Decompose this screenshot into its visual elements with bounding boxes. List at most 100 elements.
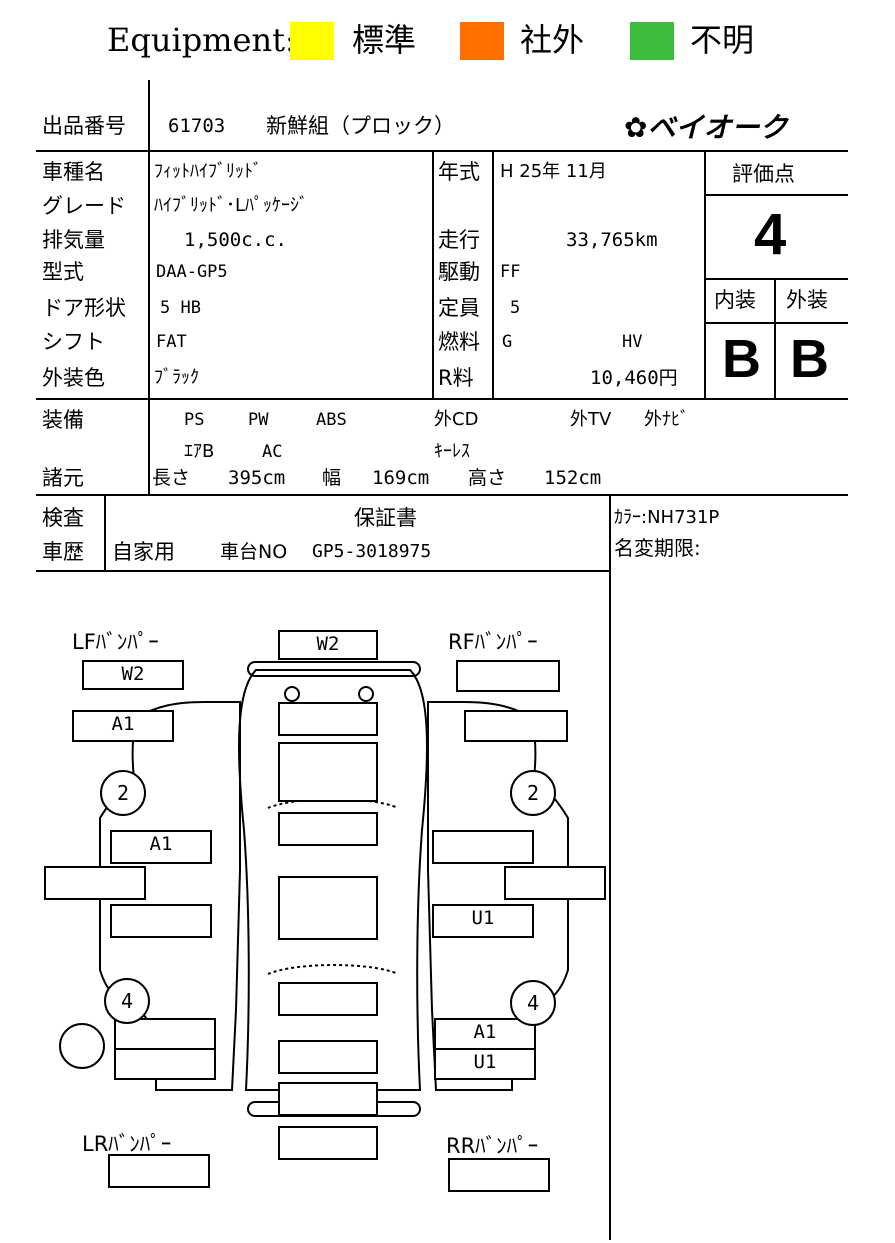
lot-number-label: 出品番号 xyxy=(42,114,126,138)
rr-bumper-box xyxy=(448,1158,550,1192)
equip-airbag: ｴｱB xyxy=(184,441,215,462)
grade-label: グレード xyxy=(42,194,126,218)
left-step-box xyxy=(44,866,146,900)
rf-bumper-label: RFﾊﾞﾝﾊﾟｰ xyxy=(448,630,538,654)
score-label: 評価点 xyxy=(732,162,795,186)
length-value: 395cm xyxy=(228,467,286,489)
legend-swatch-aftermarket xyxy=(460,22,504,60)
legend-label-unknown: 不明 xyxy=(690,21,755,59)
rear-glass-lower-box xyxy=(278,1126,378,1160)
interior-grade: B xyxy=(722,329,761,389)
equip-navi: 外ﾅﾋﾞ xyxy=(644,409,689,430)
equip-ac: AC xyxy=(262,442,283,462)
exterior-grade: B xyxy=(790,329,829,389)
auction-house-name: ベイオーク xyxy=(647,111,788,144)
rr-quarter-lower-box: U1 xyxy=(434,1048,536,1080)
legend-swatch-standard xyxy=(290,22,334,60)
displacement-label: 排気量 xyxy=(42,228,105,252)
drive-value: FF xyxy=(500,262,521,282)
color-code: ｶﾗｰ:NH731P xyxy=(614,507,720,528)
drive-label: 駆動 xyxy=(438,260,480,284)
interior-label: 内装 xyxy=(714,288,756,312)
overall-score: 4 xyxy=(754,202,787,267)
door-value: 5 HB xyxy=(160,298,201,318)
hood-box xyxy=(278,702,378,736)
history-value: 自家用 xyxy=(112,540,175,564)
wheel-rf: 2 xyxy=(510,770,556,816)
rf-bumper-box xyxy=(456,660,560,692)
year-label: 年式 xyxy=(438,160,480,184)
windshield-box xyxy=(278,742,378,802)
rear-panel-box xyxy=(278,1082,378,1116)
recycle-label: R料 xyxy=(438,366,474,390)
lf-fender-box: A1 xyxy=(72,710,174,742)
roof-box xyxy=(278,876,378,940)
lf-bumper-box: W2 xyxy=(82,660,184,690)
lr-bumper-label: LRﾊﾞﾝﾊﾟｰ xyxy=(82,1132,172,1156)
inspection-label: 検査 xyxy=(42,506,84,530)
wheel-rr: 4 xyxy=(510,980,556,1026)
right-rear-door-box: U1 xyxy=(432,904,534,938)
length-label: 長さ xyxy=(152,467,191,489)
logo-mark-icon: ✿ xyxy=(624,111,648,144)
dimensions-label: 諸元 xyxy=(42,466,84,490)
color-value: ﾌﾞﾗｯｸ xyxy=(154,367,199,388)
height-value: 152cm xyxy=(544,467,602,489)
type-value: DAA-GP5 xyxy=(156,262,228,282)
shift-label: シフト xyxy=(42,330,105,354)
trunk-box xyxy=(278,1040,378,1074)
mileage-label: 走行 xyxy=(438,228,480,252)
legend-swatch-unknown xyxy=(630,22,674,60)
left-rear-door-box xyxy=(110,904,212,938)
auction-house-logo: ✿ベイオーク xyxy=(624,106,787,146)
door-label: ドア形状 xyxy=(42,296,126,320)
equipment-label: 装備 xyxy=(42,408,84,432)
legend-title: Equipment: xyxy=(107,21,296,59)
equip-tv: 外TV xyxy=(570,409,612,430)
shift-value: FAT xyxy=(156,332,187,352)
wheel-lr: 4 xyxy=(104,978,150,1024)
legend-label-standard: 標準 xyxy=(352,21,417,59)
equip-cd: 外CD xyxy=(434,409,479,430)
chassis-number: GP5-3018975 xyxy=(312,541,432,562)
lr-quarter-lower-box xyxy=(114,1048,216,1080)
equip-keyless: ｷｰﾚｽ xyxy=(434,441,470,462)
legend-label-aftermarket: 社外 xyxy=(520,21,585,59)
right-step-box xyxy=(504,866,606,900)
type-label: 型式 xyxy=(42,260,84,284)
damage-diagram: LFﾊﾞﾝﾊﾟｰ RFﾊﾞﾝﾊﾟｰ LRﾊﾞﾝﾊﾟｰ RRﾊﾞﾝﾊﾟｰ W2 W… xyxy=(36,570,612,1240)
front-glass-box: W2 xyxy=(278,630,378,660)
equip-ps: PS xyxy=(184,410,205,430)
width-value: 169cm xyxy=(372,467,430,489)
mileage-value: 33,765km xyxy=(566,229,658,251)
name-change-deadline: 名変期限: xyxy=(614,536,701,560)
equip-abs: ABS xyxy=(316,410,347,430)
model-label: 車種名 xyxy=(42,160,105,184)
lot-number: 61703 xyxy=(168,115,226,137)
fuel-value: G xyxy=(502,332,513,352)
lr-bumper-box xyxy=(108,1154,210,1188)
displacement-value: 1,500c.c. xyxy=(184,229,287,251)
warranty-label: 保証書 xyxy=(354,506,417,530)
fuel-extra-value: HV xyxy=(622,332,643,352)
width-label: 幅 xyxy=(322,467,342,489)
rr-bumper-label: RRﾊﾞﾝﾊﾟｰ xyxy=(446,1134,539,1158)
capacity-label: 定員 xyxy=(438,296,480,320)
grade-value: ﾊｲﾌﾞﾘｯﾄﾞ･Lﾊﾟｯｹｰｼﾞ xyxy=(154,195,309,216)
model-value: ﾌｨｯﾄﾊｲﾌﾞﾘｯﾄﾞ xyxy=(154,161,262,182)
roof-front-box xyxy=(278,812,378,846)
history-label: 車歴 xyxy=(42,540,84,564)
rear-glass-box xyxy=(278,982,378,1016)
right-front-door-box xyxy=(432,830,534,864)
rf-fender-box xyxy=(464,710,568,742)
wheel-lf: 2 xyxy=(100,770,146,816)
equip-pw: PW xyxy=(248,410,269,430)
recycle-value: 10,460円 xyxy=(590,367,678,389)
equipment-legend: Equipment: 標準 社外 不明 xyxy=(0,18,895,62)
left-front-door-box: A1 xyxy=(110,830,212,864)
year-value: H 25年 11月 xyxy=(500,161,607,182)
auction-sheet: 出品番号 61703 新鮮組（プロック） ✿ベイオーク 車種名 グレード 排気量… xyxy=(36,80,848,1240)
height-label: 高さ xyxy=(468,467,507,489)
lf-bumper-label: LFﾊﾞﾝﾊﾟｰ xyxy=(72,630,159,654)
lot-note: 新鮮組（プロック） xyxy=(266,114,455,138)
